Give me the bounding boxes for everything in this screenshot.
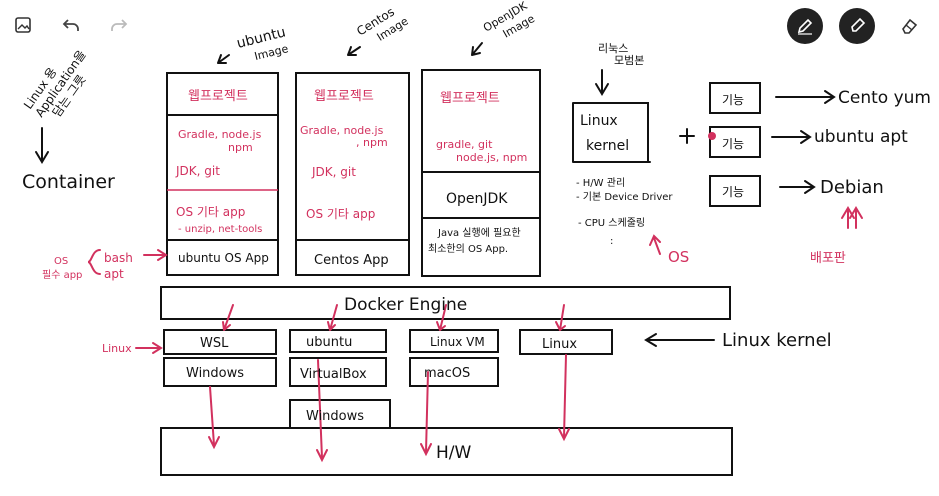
host-linux: Linux bbox=[542, 337, 577, 352]
kernel-line-2: kernel bbox=[586, 138, 629, 154]
centos-layer-web: 웹프로젝트 bbox=[314, 89, 374, 104]
bash-label: bash bbox=[104, 251, 133, 265]
ubuntu-image-box bbox=[166, 72, 279, 276]
hw-label: H/W bbox=[436, 443, 472, 463]
distribution-label: 배포판 bbox=[810, 251, 846, 266]
openjdk-layer-jdk: OpenJDK bbox=[446, 191, 508, 207]
feature-1-label: 기능 bbox=[722, 93, 744, 107]
kernel-line-1: Linux bbox=[580, 113, 618, 129]
feature-2-label: 기능 bbox=[722, 137, 744, 151]
toolbar-left bbox=[12, 14, 130, 36]
host-macos: macOS bbox=[424, 366, 470, 381]
redo-icon[interactable] bbox=[108, 14, 130, 36]
ubuntu-layer-web: 웹프로젝트 bbox=[188, 89, 248, 104]
eraser-tool-button[interactable] bbox=[891, 8, 927, 44]
host-linux-vm: Linux VM bbox=[430, 335, 485, 349]
gallery-icon[interactable] bbox=[12, 14, 34, 36]
container-label: Container bbox=[22, 171, 115, 193]
hw-box bbox=[160, 427, 733, 476]
ubuntu-layer-gradle: Gradle, node.js npm bbox=[178, 128, 265, 154]
undo-icon[interactable] bbox=[60, 14, 82, 36]
feature-3-target: Debian bbox=[820, 177, 884, 198]
linux-side-label: Linux bbox=[102, 342, 132, 355]
centos-layer-jdk: JDK, git bbox=[311, 165, 356, 179]
openjdk-layer-min-os: Java 실행에 필요한 최소한의 OS App. bbox=[428, 227, 524, 255]
centos-image-box bbox=[295, 72, 410, 276]
distro-title-1: 리눅스 bbox=[598, 42, 628, 55]
host-windows: Windows bbox=[186, 366, 244, 381]
os-mark: OS bbox=[668, 248, 689, 266]
distro-title-2: 모범본 bbox=[614, 54, 644, 67]
feature-1-target: Cento yum bbox=[838, 88, 931, 108]
kernel-bullet-3: - CPU 스케줄링 bbox=[578, 217, 645, 229]
ubuntu-gradle-l1: Gradle, node.js bbox=[178, 128, 262, 141]
kernel-bullet-2: - 기본 Device Driver bbox=[576, 191, 673, 203]
centos-layer-os: Centos App bbox=[314, 253, 389, 268]
centos-layer-gradle: Gradle, node.js , npm bbox=[300, 124, 388, 149]
host-wsl: WSL bbox=[200, 336, 229, 351]
ubuntu-layer-os: ubuntu OS App bbox=[178, 251, 269, 265]
feature-3-label: 기능 bbox=[722, 185, 744, 199]
os-label-2: 필수 app bbox=[42, 269, 82, 281]
highlighter-tool-icon bbox=[851, 17, 866, 32]
docker-engine-label: Docker Engine bbox=[344, 295, 467, 315]
ubuntu-layer-jdk: JDK, git bbox=[175, 164, 220, 178]
apt-label: apt bbox=[104, 267, 124, 281]
centos-layer-os-apps: OS 기타 app bbox=[306, 207, 375, 221]
openjdk-layer-tools: gradle, git node.js, npm bbox=[436, 138, 527, 164]
ubuntu-layer-os-apps-sub: - unzip, net-tools bbox=[178, 224, 262, 235]
host-ubuntu: ubuntu bbox=[306, 335, 352, 350]
pen-tool-button[interactable] bbox=[787, 8, 823, 44]
ubuntu-layer-os-apps: OS 기타 app bbox=[176, 205, 245, 219]
host-windows-2: Windows bbox=[306, 409, 364, 424]
openjdk-layer-web: 웹프로젝트 bbox=[440, 91, 500, 106]
toolbar-right bbox=[787, 8, 927, 44]
pen-tool-icon bbox=[797, 18, 813, 35]
kernel-bullet-4: : bbox=[610, 236, 613, 247]
eraser-tool-icon bbox=[902, 18, 918, 34]
linux-kernel-label: Linux kernel bbox=[722, 330, 832, 351]
host-virtualbox: VirtualBox bbox=[300, 367, 367, 382]
highlighter-tool-button[interactable] bbox=[839, 8, 875, 44]
kernel-bullet-1: - H/W 관리 bbox=[576, 177, 625, 189]
docker-engine-box bbox=[160, 286, 731, 320]
feature-2-target: ubuntu apt bbox=[814, 127, 908, 147]
os-label-1: OS bbox=[54, 256, 68, 267]
ubuntu-gradle-l2: npm bbox=[228, 141, 253, 154]
